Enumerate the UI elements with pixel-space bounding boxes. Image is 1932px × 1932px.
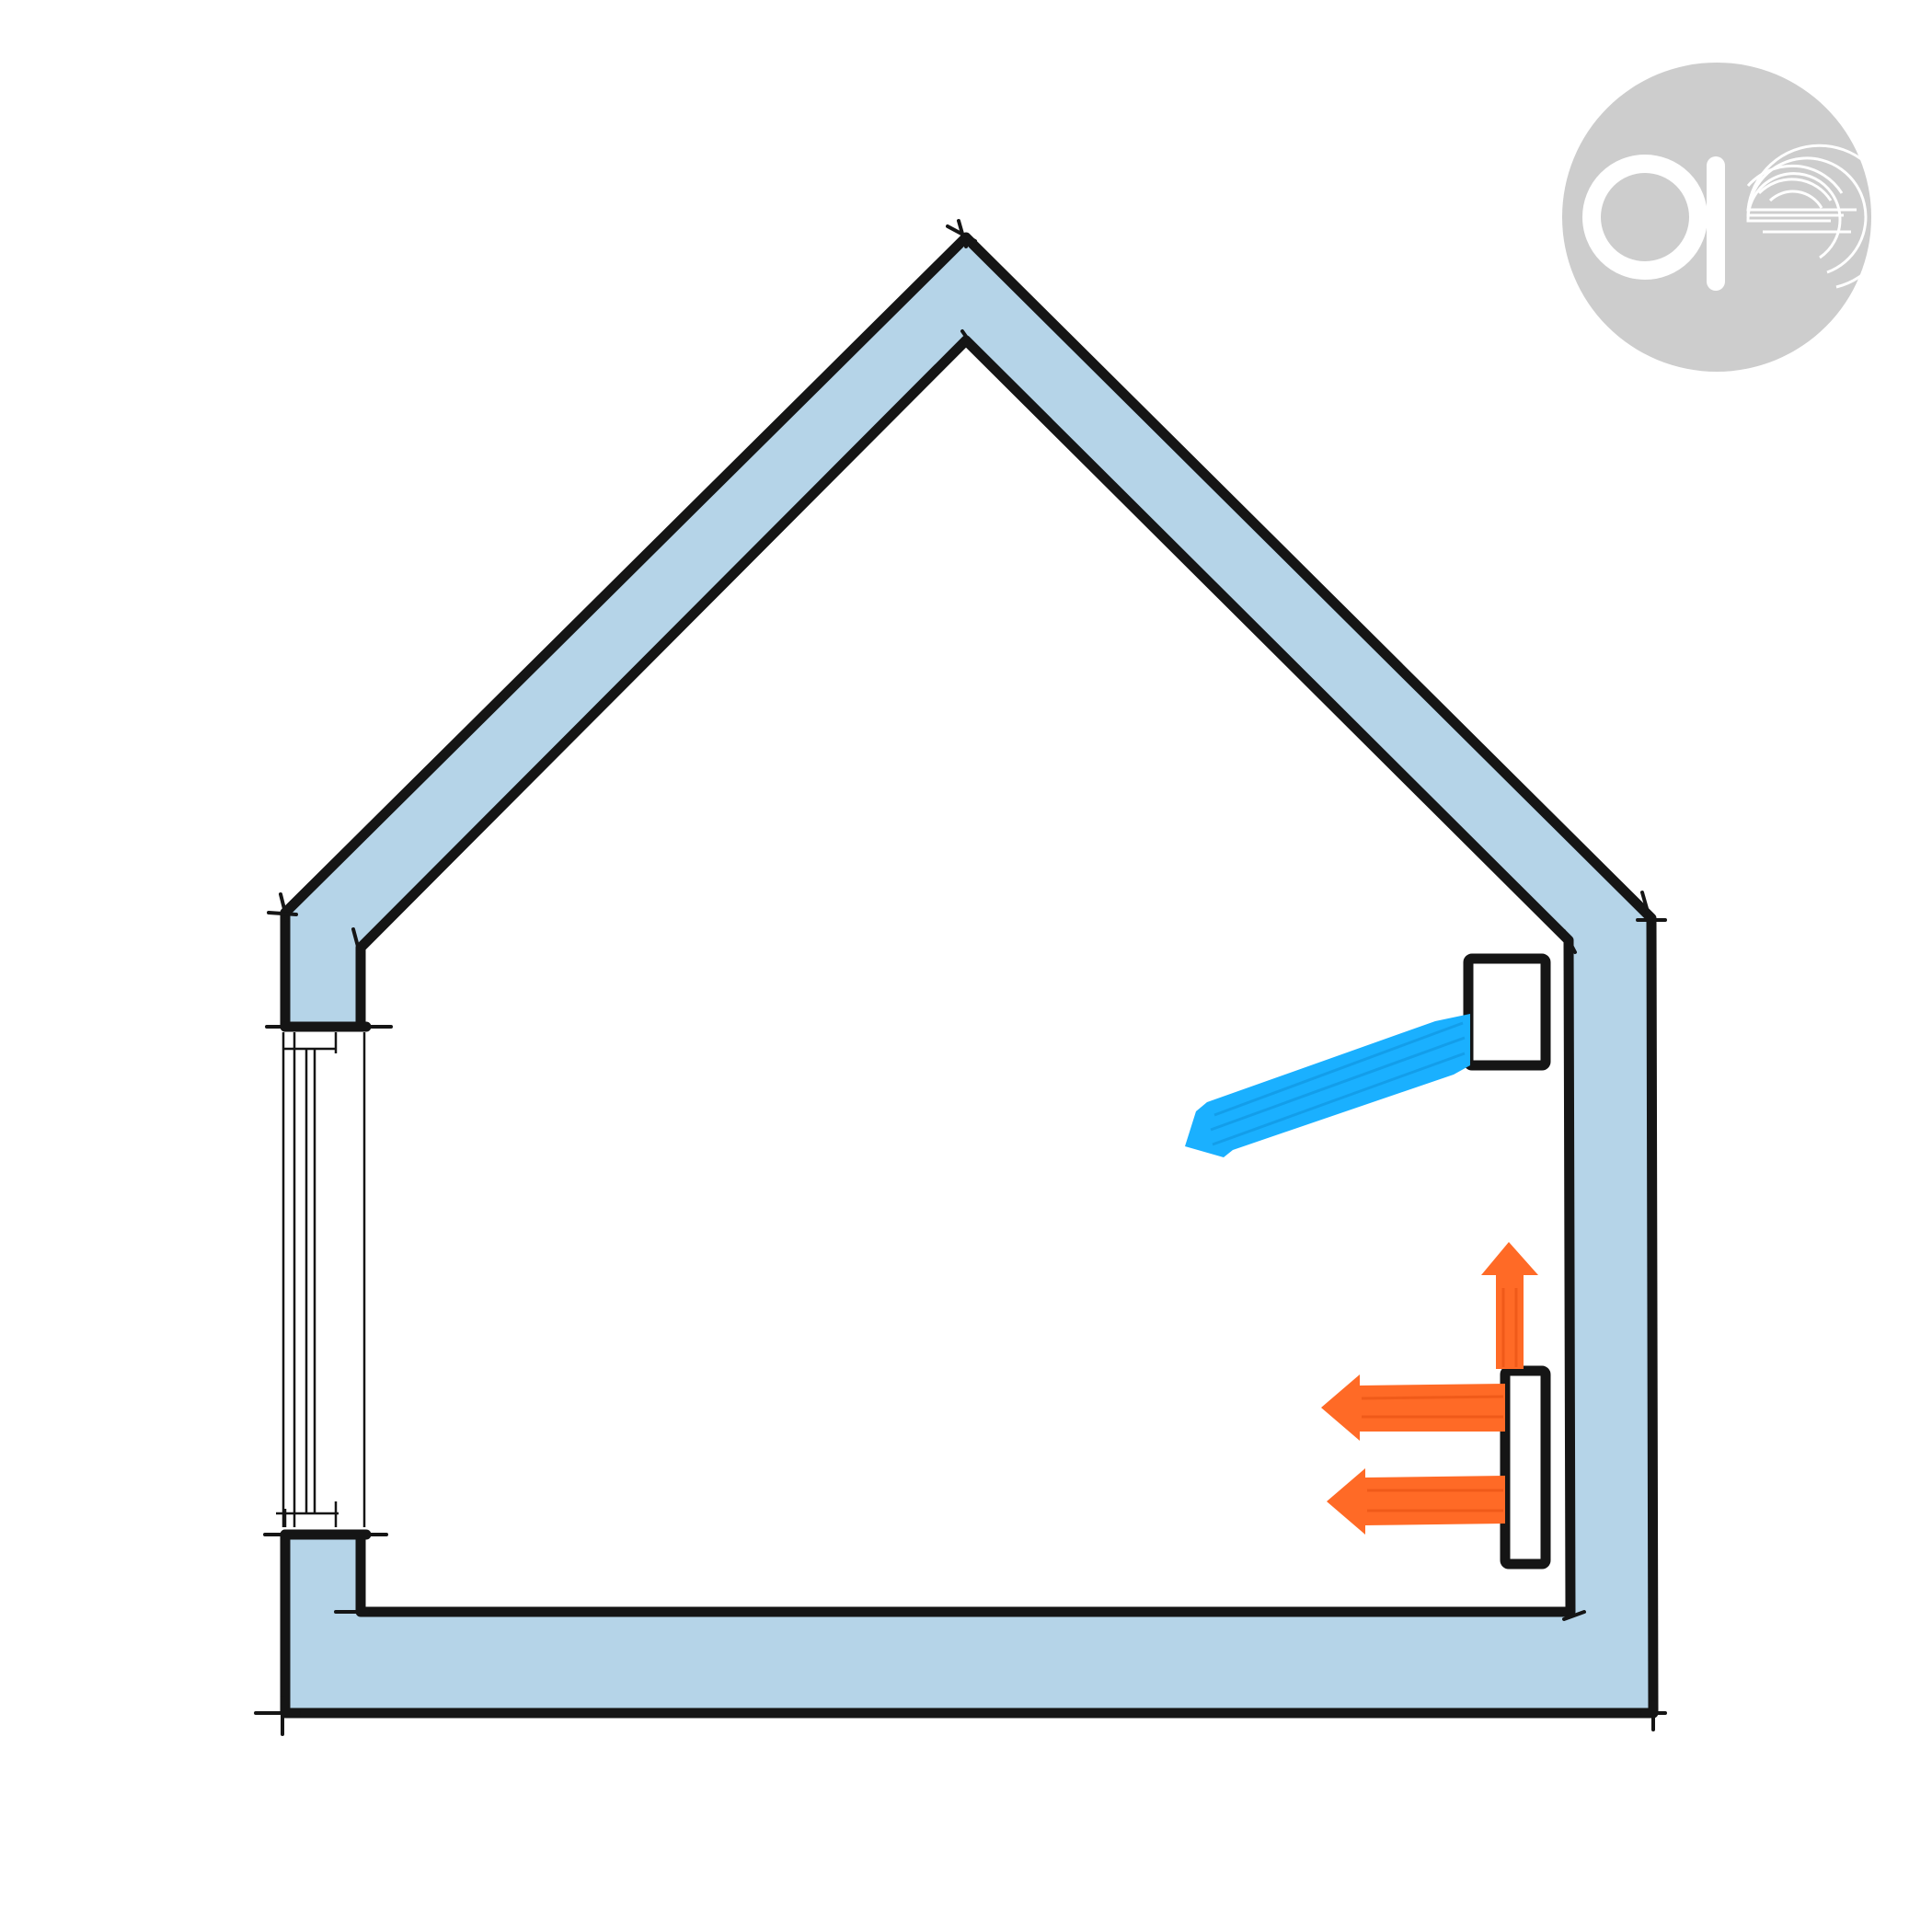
warm-air-arrow-icon bbox=[1327, 1468, 1505, 1535]
warm-air-arrow-icon bbox=[1481, 1242, 1538, 1369]
ventilation-unit bbox=[1463, 953, 1551, 1071]
radiator bbox=[1500, 1365, 1551, 1570]
logo-letter-a bbox=[1582, 155, 1725, 291]
window bbox=[276, 1032, 366, 1527]
warm-air-arrow-strokes bbox=[1361, 1288, 1518, 1512]
cool-air-arrow-stroke bbox=[1210, 1021, 1466, 1146]
cool-air-arrow-icon bbox=[1185, 1014, 1470, 1157]
insulation-envelope bbox=[285, 237, 1653, 1713]
sketch-ticks bbox=[254, 219, 1667, 1736]
logo-letter-e bbox=[1746, 144, 1893, 289]
warm-air-arrow-icon bbox=[1321, 1374, 1505, 1441]
window-opening bbox=[276, 1027, 372, 1535]
logo: ae bbox=[1562, 63, 1893, 372]
